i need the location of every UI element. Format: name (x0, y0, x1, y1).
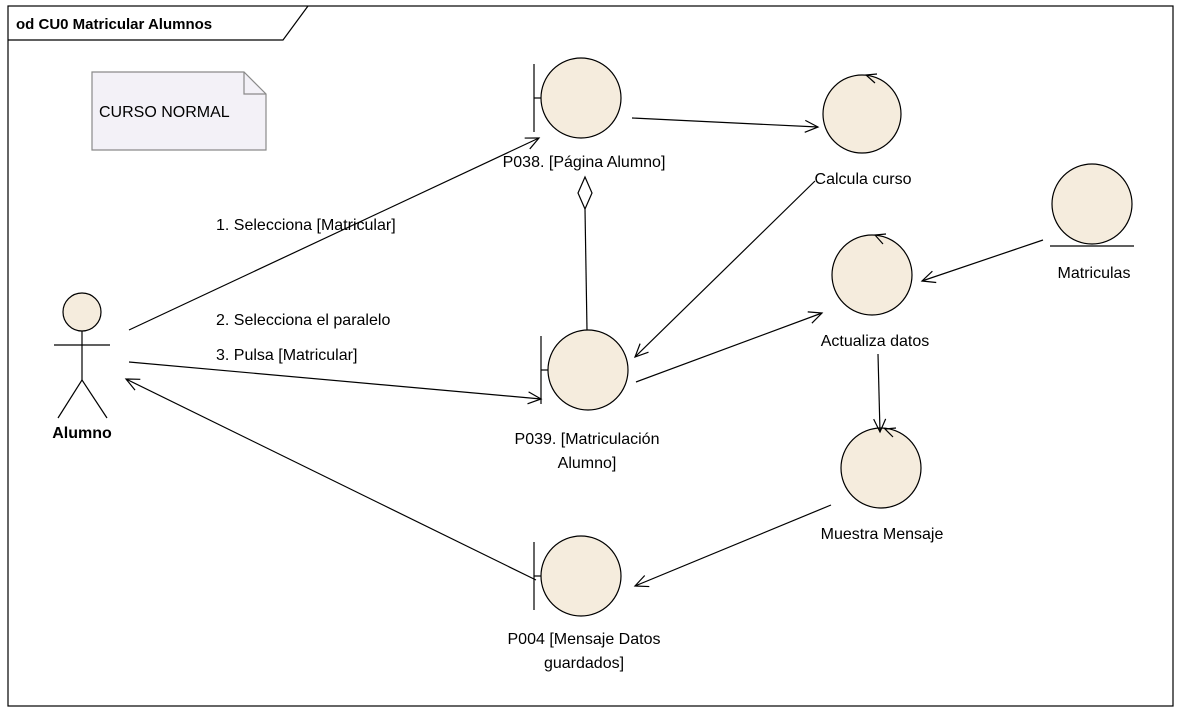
boundary-p038[interactable]: P038. [Página Alumno] (503, 57, 666, 171)
note-text: CURSO NORMAL (99, 104, 230, 121)
link-calcula-to-p039[interactable] (633, 180, 816, 359)
boundary-icon (540, 329, 629, 411)
link-actualiza-to-muestra[interactable] (873, 353, 887, 434)
connectors (124, 117, 1044, 588)
boundary-p004-label-line2: guardados] (544, 655, 624, 672)
control-icon (840, 427, 922, 509)
boundary-icon (533, 57, 622, 139)
control-icon (831, 233, 913, 316)
diagram-frame: od CU0 Matricular Alumnos (7, 5, 1174, 707)
link-p004-to-alumno[interactable] (124, 378, 537, 581)
link-p039-to-actualiza[interactable] (635, 311, 824, 383)
boundary-p004[interactable]: P004 [Mensaje Datos guardados] (508, 535, 661, 672)
actor-stick-figure-icon (54, 292, 110, 419)
aggregation-diamond-icon (577, 175, 593, 211)
boundary-p039-label-line2: Alumno] (558, 455, 617, 472)
control-calcula-label: Calcula curso (815, 171, 912, 188)
entity-matriculas[interactable]: Matriculas (1050, 163, 1134, 282)
control-calcula-curso[interactable]: Calcula curso (815, 73, 912, 188)
link-matriculas-to-actualiza[interactable] (920, 239, 1044, 284)
actor-alumno[interactable]: Alumno (52, 292, 112, 442)
link-p038-to-calcula[interactable] (631, 117, 820, 133)
aggregation-p039-p038[interactable] (577, 175, 593, 331)
boundary-p038-label: P038. [Página Alumno] (503, 154, 666, 171)
boundary-p039-label-line1: P039. [Matriculación (515, 431, 660, 448)
link-alumno-to-p039[interactable] (128, 361, 543, 405)
message-1-label: 1. Selecciona [Matricular] (216, 217, 396, 234)
link-alumno-to-p038[interactable] (128, 137, 541, 331)
boundary-p004-label-line1: P004 [Mensaje Datos (508, 631, 661, 648)
boundary-p039[interactable]: P039. [Matriculación Alumno] (515, 329, 660, 472)
control-muestra-mensaje[interactable]: Muestra Mensaje (821, 427, 944, 543)
control-actualiza-label: Actualiza datos (821, 333, 930, 350)
frame-title: od CU0 Matricular Alumnos (16, 16, 212, 33)
message-3-label: 3. Pulsa [Matricular] (216, 347, 357, 364)
boundary-icon (533, 535, 622, 617)
link-muestra-to-p004[interactable] (633, 504, 832, 588)
control-icon (822, 73, 902, 154)
message-2-label: 2. Selecciona el paralelo (216, 312, 390, 329)
control-actualiza-datos[interactable]: Actualiza datos (821, 233, 930, 350)
entity-icon (1050, 163, 1134, 247)
control-muestra-label: Muestra Mensaje (821, 526, 944, 543)
entity-matriculas-label: Matriculas (1058, 265, 1131, 282)
actor-label: Alumno (52, 425, 112, 442)
note-curso-normal[interactable]: CURSO NORMAL (91, 71, 267, 151)
